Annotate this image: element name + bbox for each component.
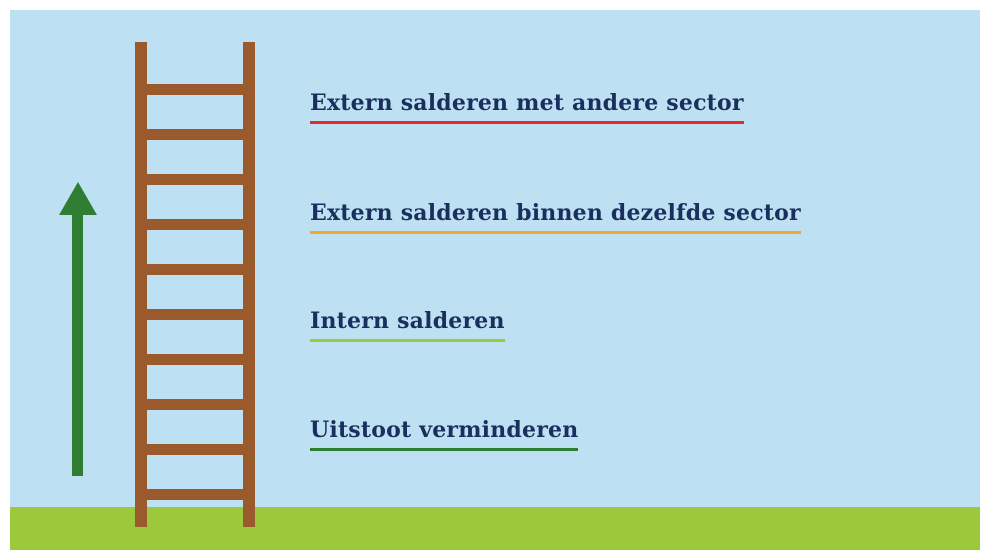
diagram-panel: Extern salderen met andere sector Extern… (10, 10, 980, 550)
ladder-rung (135, 129, 255, 140)
ladder-rung (135, 219, 255, 230)
ladder-rung (135, 444, 255, 455)
ladder-rung (135, 399, 255, 410)
ladder-rung (135, 354, 255, 365)
ground (10, 507, 980, 550)
step-uitstoot-verminderen: Uitstoot verminderen (310, 417, 579, 451)
arrow-head (59, 182, 97, 215)
ladder-icon (135, 42, 259, 527)
step-intern-salderen: Intern salderen (310, 308, 505, 342)
ladder-rung (135, 84, 255, 95)
step-extern-andere-sector: Extern salderen met andere sector (310, 90, 744, 124)
ladder-rung (135, 174, 255, 185)
arrow-shaft (72, 214, 83, 476)
ladder-rung (135, 309, 255, 320)
ladder-rung (135, 489, 255, 500)
ladder-rung (135, 264, 255, 275)
step-extern-zelfde-sector: Extern salderen binnen dezelfde sector (310, 200, 801, 234)
